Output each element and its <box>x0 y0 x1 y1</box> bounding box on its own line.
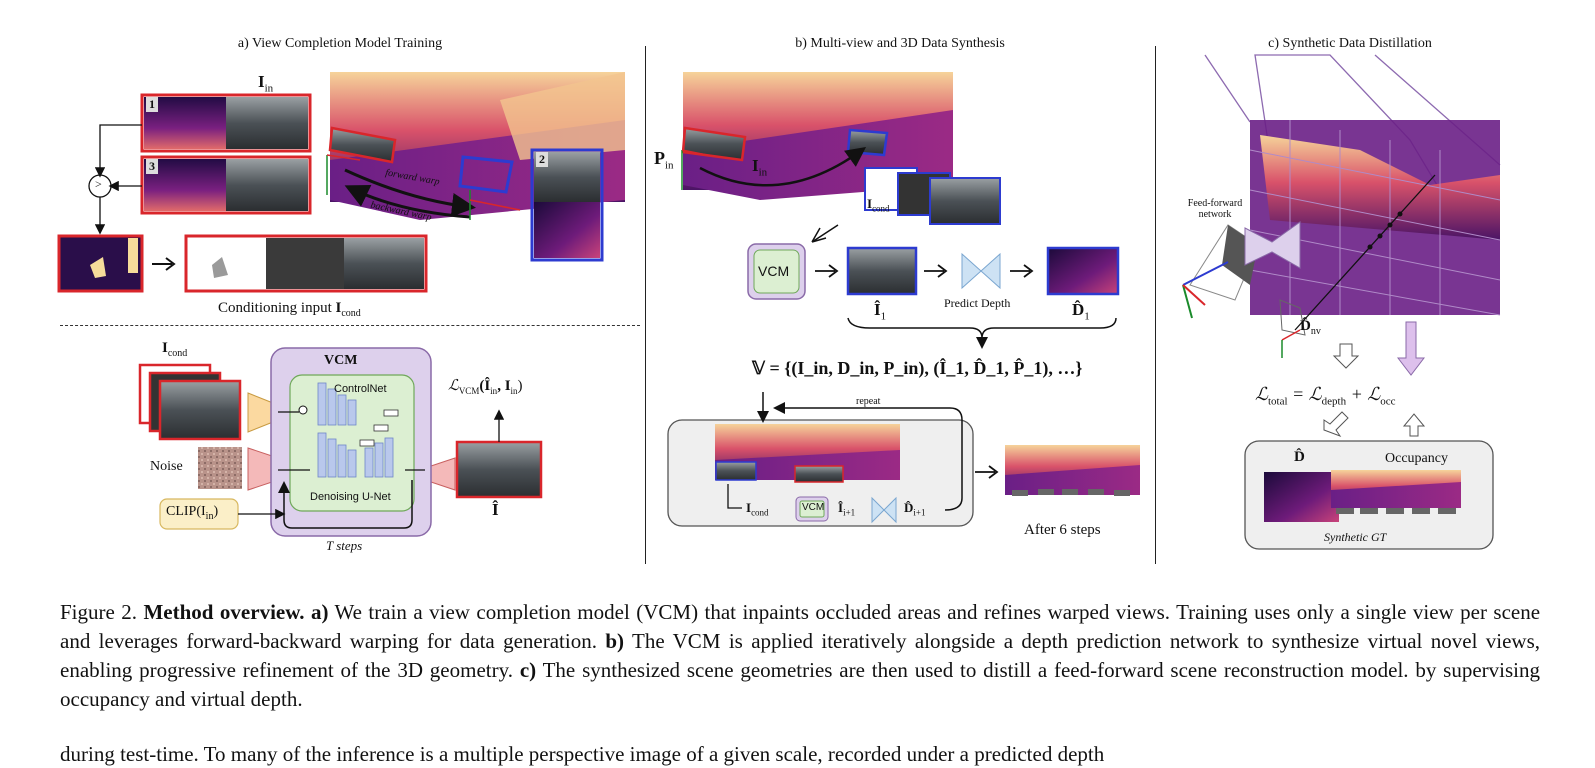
caption-b-marker: b) <box>605 629 625 653</box>
caption-a-marker: a) <box>310 600 329 624</box>
label-d-hat-gt: D̂ <box>1294 449 1305 465</box>
badge-1: 1 <box>146 97 158 112</box>
badge-2: 2 <box>536 152 548 167</box>
label-i-in-b: Iin <box>752 156 768 179</box>
vcm-loss-label: ℒVCM(Îin, Iin) <box>448 378 523 396</box>
loop-i-hat: Îi+1 <box>838 500 856 518</box>
loop-vcm: VCM <box>802 502 825 513</box>
body-text-fragment: during test-time. To many of the inferen… <box>60 742 1105 766</box>
controlnet-label: ControlNet <box>334 383 387 395</box>
dataset-equation: 𝕍 = {(I_in, D_in, P_in), (Î_1, D̂_1, P̂_… <box>752 358 1083 378</box>
figure-caption: Figure 2. Method overview. a) We train a… <box>60 598 1540 714</box>
divider-left <box>645 46 646 564</box>
denoising-unet-label: Denoising U-Net <box>310 491 391 503</box>
divider-right <box>1155 46 1156 564</box>
caption-c-text: The synthesized scene geometries are the… <box>60 658 1541 711</box>
loop-i-cond: Icond <box>746 500 769 518</box>
caption-figure-number: Figure 2. <box>60 600 138 624</box>
label-i-in: Iin <box>258 72 274 95</box>
panel-c-title: c) Synthetic Data Distillation <box>1268 36 1432 51</box>
loop-d-hat: D̂i+1 <box>904 500 926 518</box>
label-i-cond: Icond <box>162 340 188 359</box>
label-d-nv: D̂nv <box>1300 318 1321 337</box>
synthetic-gt-label: Synthetic GT <box>1324 530 1387 544</box>
vcm-box-b: VCM <box>758 263 790 279</box>
occupancy-label: Occupancy <box>1385 451 1448 466</box>
label-i-hat: Î <box>492 500 499 519</box>
panel-b-title: b) Multi-view and 3D Data Synthesis <box>795 36 1005 51</box>
conditioning-input-label: Conditioning input Icond <box>218 300 361 319</box>
compare-node: > <box>95 177 102 191</box>
t-steps-label: T steps <box>326 538 363 553</box>
total-loss-equation: ℒtotal = ℒdepth + ℒocc <box>1255 384 1396 408</box>
caption-b-text: The VCM is applied iteratively alongside… <box>60 629 1541 682</box>
noise-label: Noise <box>150 459 183 474</box>
label-i1-hat: Î1 <box>874 300 887 323</box>
label-p-in: Pin <box>654 148 674 172</box>
label-i-cond-b: Icond <box>867 196 890 214</box>
after-steps-label: After 6 steps <box>1024 522 1101 538</box>
caption-c-marker: c) <box>519 658 537 682</box>
panel-a-divider <box>60 325 640 326</box>
badge-3: 3 <box>146 159 158 174</box>
label-d1-hat: D̂1 <box>1072 300 1090 323</box>
clip-label: CLIP(Iin) <box>166 504 219 522</box>
repeat-label: repeat <box>856 396 881 407</box>
ff-network-label: Feed-forward network <box>1187 198 1243 220</box>
vcm-title: VCM <box>324 353 358 368</box>
panel-a-title: a) View Completion Model Training <box>237 36 443 51</box>
caption-a-text: We train a view completion model (VCM) t… <box>60 600 1541 653</box>
caption-title: Method overview. <box>143 600 305 624</box>
predict-depth-label: Predict Depth <box>944 296 1011 310</box>
scene-3d-c <box>1250 120 1500 315</box>
